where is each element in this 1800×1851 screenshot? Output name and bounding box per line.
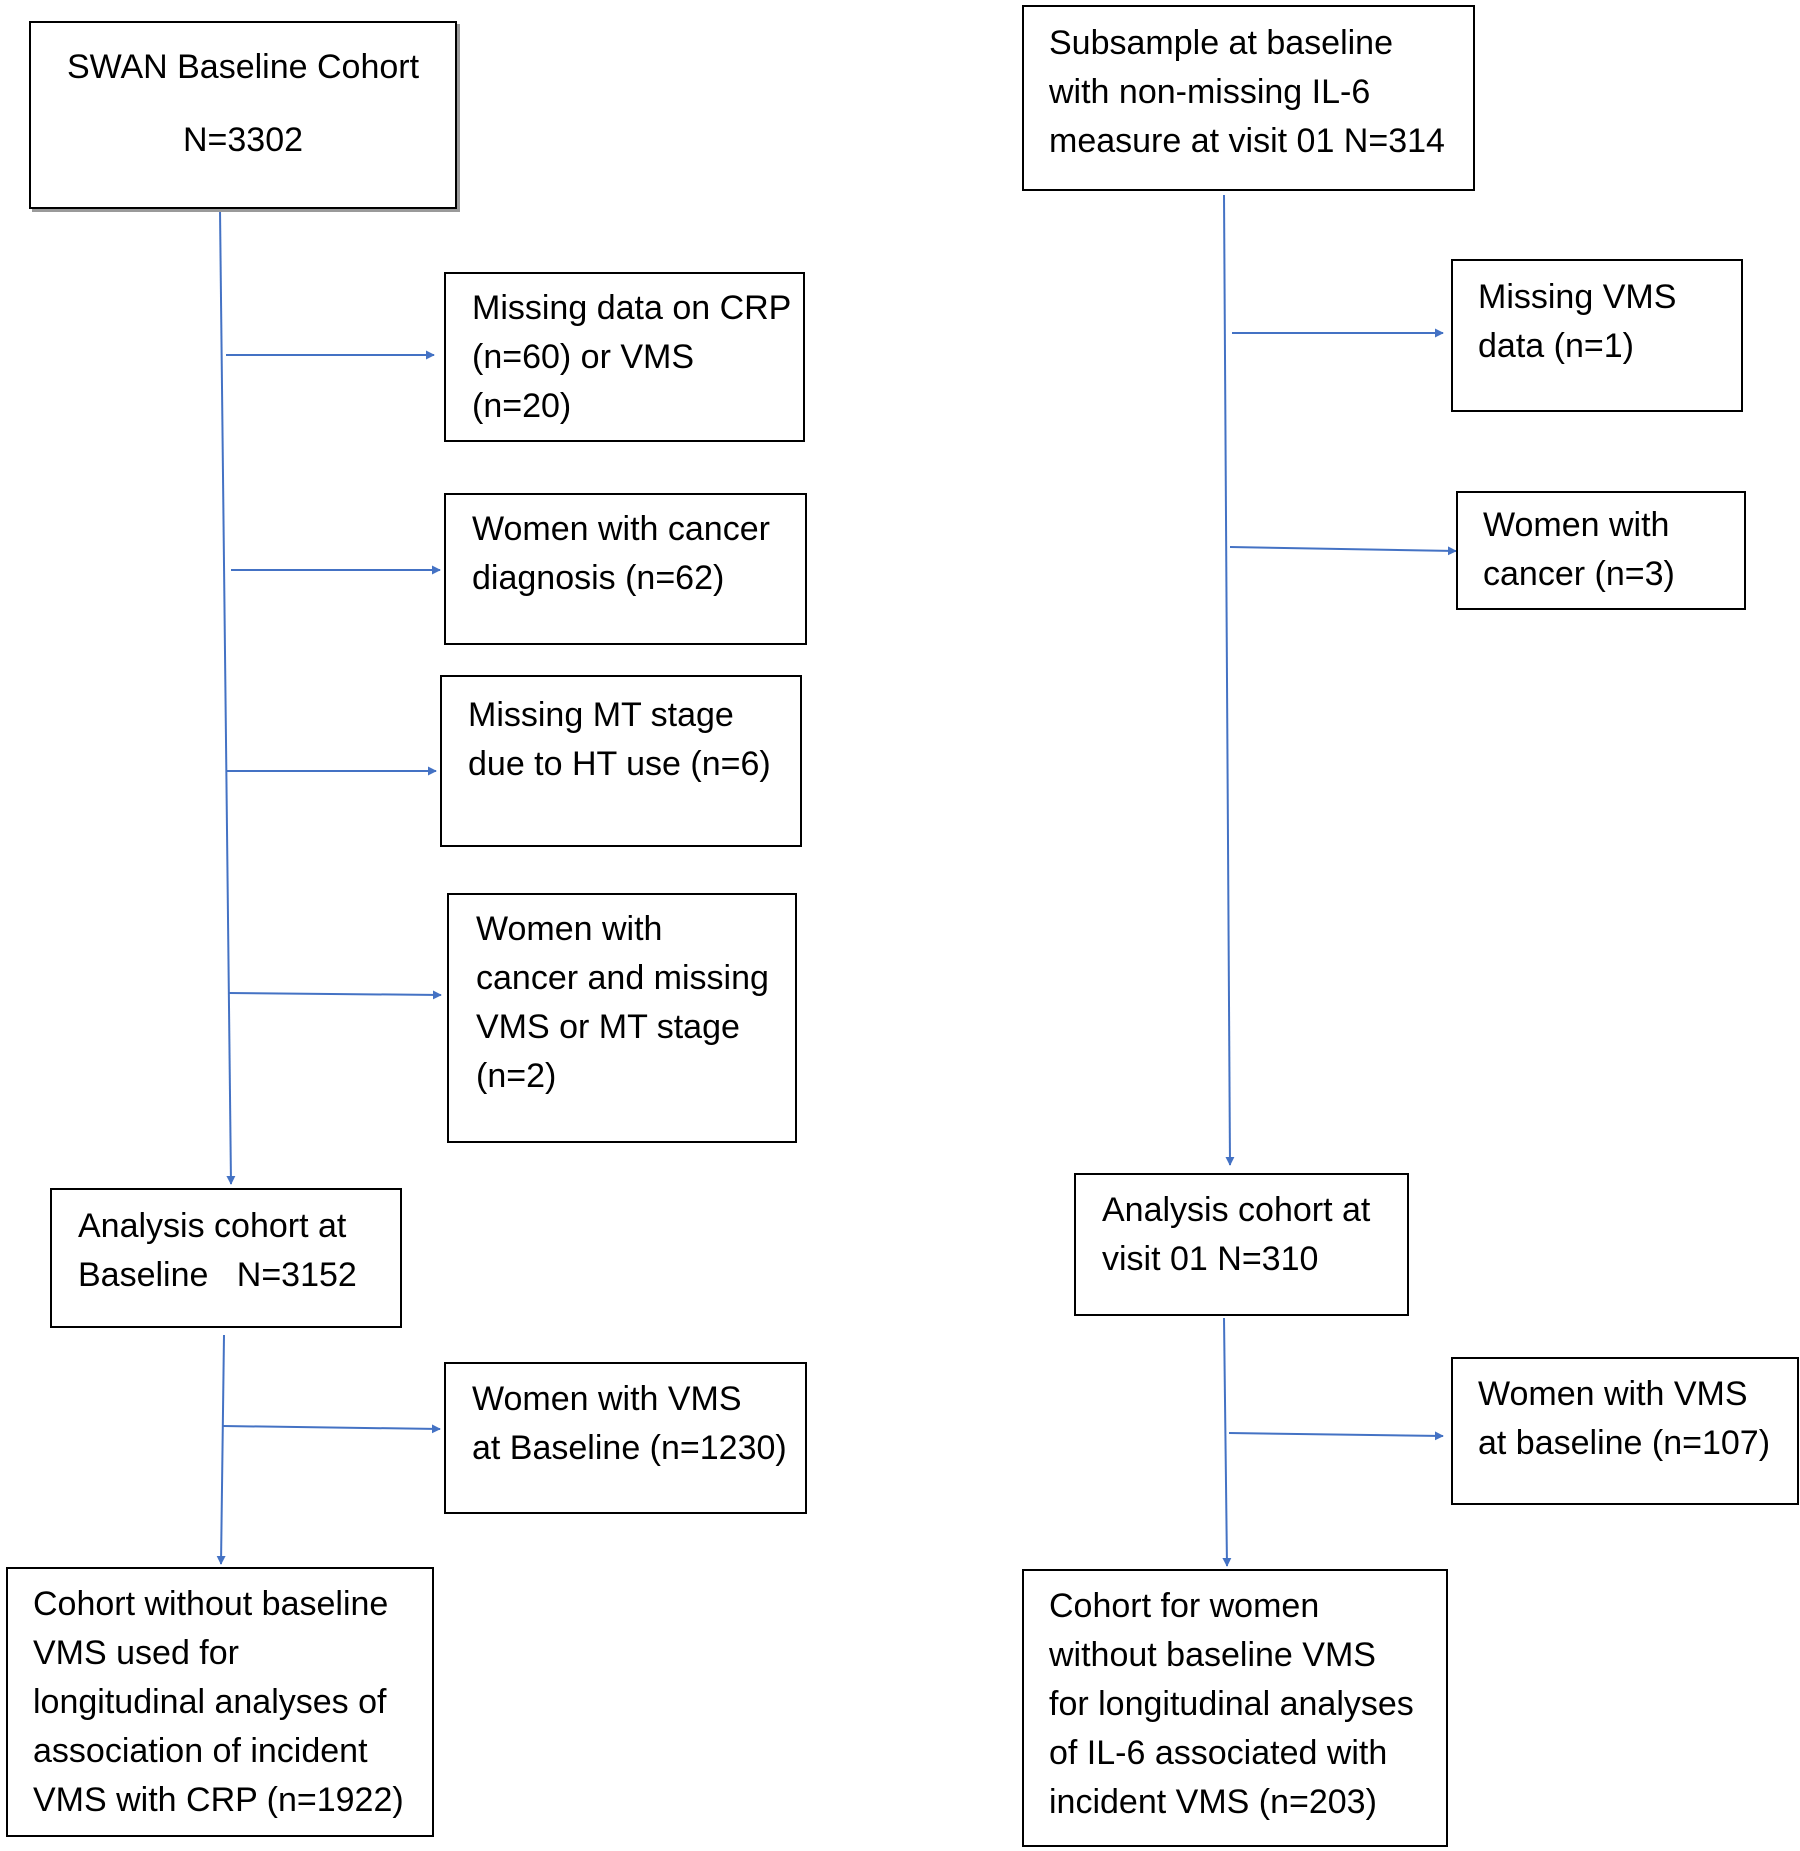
right-final-line-4: of IL-6 associated with: [1049, 1734, 1388, 1772]
left-exclusion-1-line-1: Missing data on CRP: [472, 289, 792, 327]
swan-baseline-cohort-count: N=3302: [182, 121, 304, 159]
right-exclusion-2-line-2: cancer (n=3): [1483, 555, 1675, 593]
right-subsample-line-1: Subsample at baseline: [1049, 24, 1394, 62]
left-exclusion-3-line-2: due to HT use (n=6): [468, 745, 771, 783]
right-lower-connector: [1222, 1317, 1232, 1567]
left-exclusion-box-3: Missing MT stage due to HT use (n=6): [440, 675, 802, 847]
right-main-connector: [1223, 194, 1235, 1166]
left-exclusion-box-4: Women with cancer and missing VMS or MT …: [447, 893, 797, 1143]
right-exclusion-box-1: Missing VMS data (n=1): [1451, 259, 1743, 412]
left-analysis-line-2: Baseline N=3152: [78, 1256, 357, 1294]
left-analysis-cohort-box: Analysis cohort at Baseline N=3152: [50, 1188, 402, 1328]
right-subsample-box: Subsample at baseline with non-missing I…: [1022, 5, 1475, 191]
right-final-line-2: without baseline VMS: [1049, 1636, 1376, 1674]
right-analysis-line-2: visit 01 N=310: [1102, 1240, 1319, 1278]
left-exclusion-4-line-2: cancer and missing: [476, 959, 769, 997]
right-final-cohort-box: Cohort for women without baseline VMS fo…: [1022, 1569, 1448, 1847]
left-final-line-3: longitudinal analyses of: [33, 1683, 387, 1721]
left-final-cohort-box: Cohort without baseline VMS used for lon…: [6, 1567, 434, 1837]
right-exclusion-1-line-1: Missing VMS: [1478, 278, 1677, 316]
swan-baseline-cohort-title: SWAN Baseline Cohort: [66, 48, 420, 86]
left-exclusion-1-line-3: (n=20): [472, 387, 572, 425]
right-analysis-cohort-box: Analysis cohort at visit 01 N=310: [1074, 1173, 1409, 1316]
right-exclusion-arrow-2: [1229, 546, 1457, 556]
left-vms-exclusion-box: Women with VMS at Baseline (n=1230): [444, 1362, 807, 1514]
left-final-line-5: VMS with CRP (n=1922): [33, 1781, 404, 1819]
left-exclusion-box-2: Women with cancer diagnosis (n=62): [444, 493, 807, 645]
left-vms-exclusion-line-1: Women with VMS: [472, 1380, 742, 1418]
left-vms-exclusion-arrow: [222, 1424, 441, 1434]
left-final-line-2: VMS used for: [33, 1634, 239, 1672]
right-analysis-line-1: Analysis cohort at: [1102, 1191, 1371, 1229]
right-final-line-3: for longitudinal analyses: [1049, 1685, 1414, 1723]
left-exclusion-4-line-4: (n=2): [476, 1057, 557, 1095]
left-final-line-4: association of incident: [33, 1732, 368, 1770]
swan-baseline-cohort-box: SWAN Baseline Cohort N=3302: [29, 21, 457, 209]
left-lower-connector: [216, 1334, 226, 1565]
right-vms-exclusion-box: Women with VMS at baseline (n=107): [1451, 1357, 1799, 1505]
left-vms-exclusion-line-2: at Baseline (n=1230): [472, 1429, 787, 1467]
left-exclusion-1-line-2: (n=60) or VMS: [472, 338, 695, 376]
right-exclusion-1-line-2: data (n=1): [1478, 327, 1634, 365]
left-main-connector: [219, 209, 236, 1185]
left-exclusion-4-line-1: Women with: [476, 910, 663, 948]
right-vms-exclusion-line-2: at baseline (n=107): [1478, 1424, 1771, 1462]
right-exclusion-box-2: Women with cancer (n=3): [1456, 491, 1746, 610]
left-exclusion-arrow-4: [227, 990, 442, 1000]
right-exclusion-2-line-1: Women with: [1483, 506, 1670, 544]
left-exclusion-4-line-3: VMS or MT stage: [476, 1008, 740, 1046]
right-final-line-1: Cohort for women: [1049, 1587, 1320, 1625]
right-subsample-line-2: with non-missing IL-6: [1049, 73, 1371, 111]
left-exclusion-2-line-1: Women with cancer: [472, 510, 770, 548]
left-exclusion-3-line-1: Missing MT stage: [468, 696, 734, 734]
left-final-line-1: Cohort without baseline: [33, 1585, 389, 1623]
right-subsample-line-3: measure at visit 01 N=314: [1049, 122, 1445, 160]
right-final-line-5: incident VMS (n=203): [1049, 1783, 1377, 1821]
left-analysis-line-1: Analysis cohort at: [78, 1207, 347, 1245]
left-exclusion-2-line-2: diagnosis (n=62): [472, 559, 725, 597]
right-vms-exclusion-line-1: Women with VMS: [1478, 1375, 1748, 1413]
left-exclusion-box-1: Missing data on CRP (n=60) or VMS (n=20): [444, 272, 805, 442]
right-vms-exclusion-arrow: [1228, 1431, 1444, 1441]
